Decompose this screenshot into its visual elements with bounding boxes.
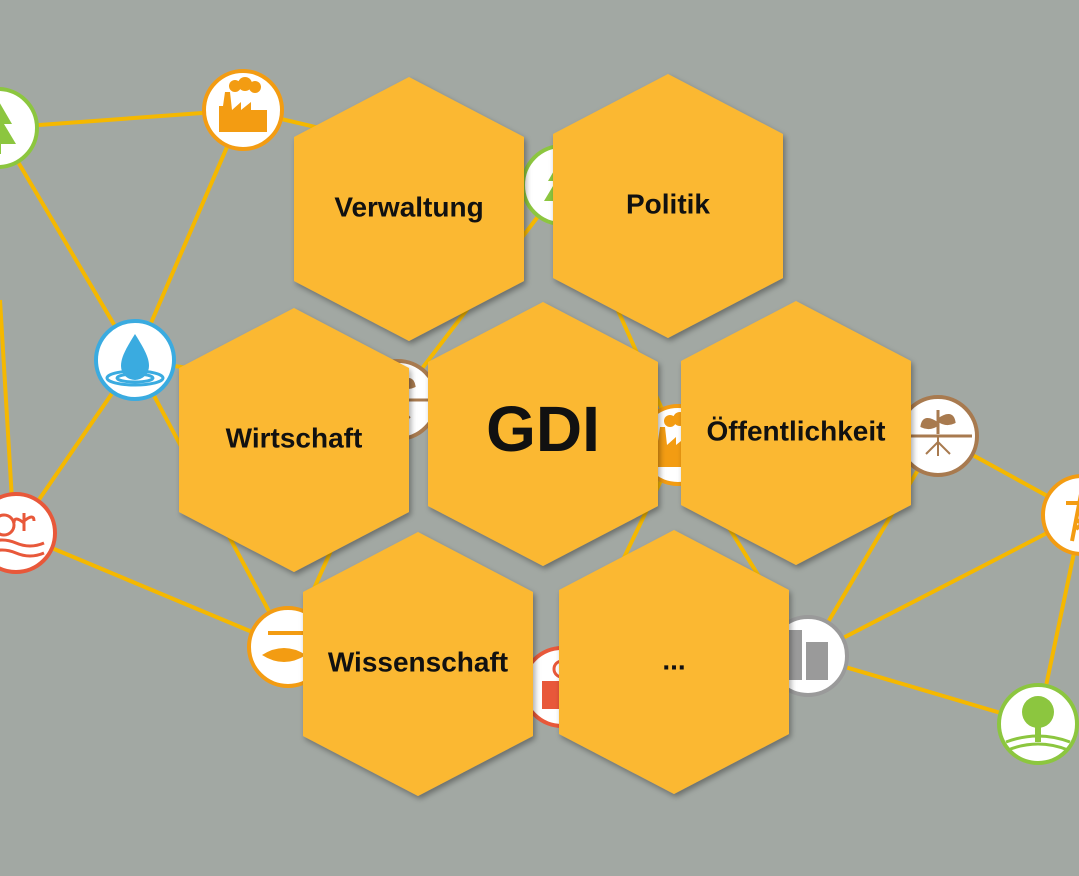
hexagon-more[interactable]: ... (559, 530, 789, 794)
hexagon-verwaltung[interactable]: Verwaltung (294, 77, 524, 341)
network-link (0, 299, 14, 501)
hexagon-wissenschaft-shape (303, 532, 533, 796)
hexagon-oeffentlichkeit-shape (681, 301, 911, 565)
network-link (133, 109, 245, 361)
hexagon-wirtschaft-label: Wirtschaft (226, 422, 363, 453)
hexagon-politik-shape (553, 74, 783, 338)
hexagon-oeffentlichkeit-label: Öffentlichkeit (707, 415, 886, 446)
hexagon-verwaltung-shape (294, 77, 524, 341)
hexagon-politik-label: Politik (626, 188, 710, 219)
tree-field-icon (997, 683, 1079, 765)
hexagon-gdi-center[interactable]: GDI (428, 302, 658, 566)
forest-icon (0, 87, 39, 169)
hexagon-wissenschaft-label: Wissenschaft (328, 646, 508, 677)
hexagon-gdi-center-shape (428, 302, 658, 566)
network-link (806, 434, 940, 658)
hexagon-more-label: ... (662, 644, 685, 675)
hexagon-wissenschaft[interactable]: Wissenschaft (303, 532, 533, 796)
hexagon-more-shape (559, 530, 789, 794)
protected-area-icon (0, 492, 57, 574)
power-pylon-icon (1041, 474, 1079, 556)
hexagon-oeffentlichkeit[interactable]: Öffentlichkeit (681, 301, 911, 565)
water-drop-icon (94, 319, 176, 401)
hexagon-politik[interactable]: Politik (553, 74, 783, 338)
hexagon-gdi-center-label: GDI (486, 393, 600, 465)
factory-icon (202, 69, 284, 151)
network-link (807, 514, 1079, 658)
network-link (0, 127, 137, 362)
hexagon-verwaltung-label: Verwaltung (334, 191, 483, 222)
hexagon-wirtschaft-shape (179, 308, 409, 572)
hexagon-wirtschaft[interactable]: Wirtschaft (179, 308, 409, 572)
network-link (15, 531, 289, 649)
